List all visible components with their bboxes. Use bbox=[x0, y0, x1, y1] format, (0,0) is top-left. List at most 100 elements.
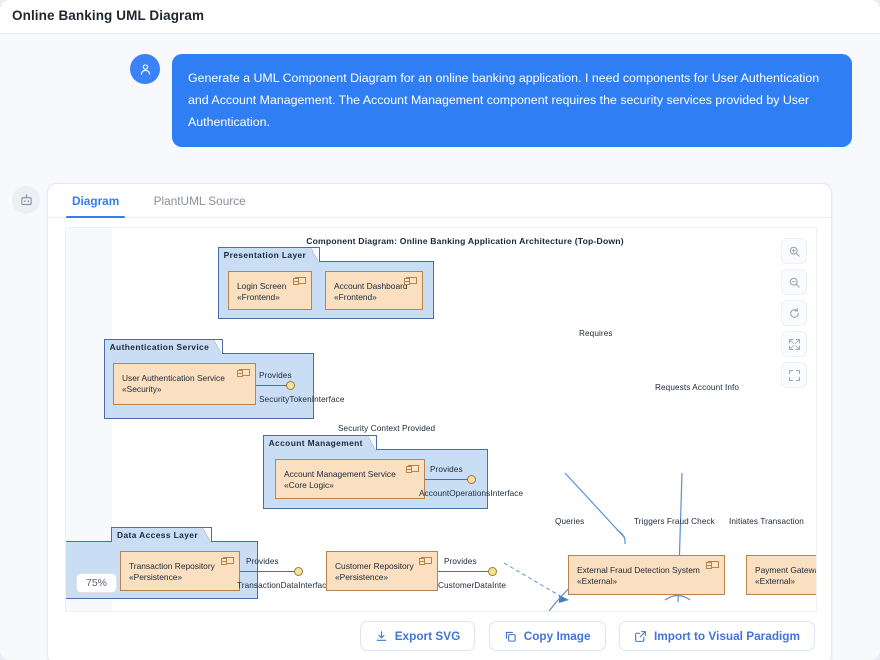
diagram-canvas[interactable]: Component Diagram: Online Banking Applic… bbox=[65, 227, 817, 612]
component-icon bbox=[293, 277, 306, 285]
interface-connector bbox=[240, 571, 296, 573]
reset-button[interactable] bbox=[781, 300, 807, 326]
component-stereotype: «Frontend» bbox=[237, 292, 280, 302]
edge-label-security-context-provided: Security Context Provided bbox=[338, 424, 436, 433]
reset-icon bbox=[789, 307, 799, 318]
component-icon bbox=[419, 557, 432, 565]
component-external-fraud-detection-system[interactable]: External Fraud Detection System «Externa… bbox=[568, 555, 725, 595]
component-user-authentication-service[interactable]: User Authentication Service «Security» bbox=[113, 363, 256, 405]
component-name: Account Management Service bbox=[284, 469, 396, 479]
interface-provides-label: Provides bbox=[430, 465, 463, 474]
button-label: Export SVG bbox=[394, 629, 461, 643]
component-stereotype: «Core Logic» bbox=[284, 480, 334, 490]
interface-connector bbox=[256, 385, 288, 387]
component-name: User Authentication Service bbox=[122, 373, 225, 383]
package-authentication-service[interactable]: Authentication Service User Authenticati… bbox=[103, 339, 344, 419]
component-account-dashboard[interactable]: Account Dashboard «Frontend» bbox=[325, 271, 423, 310]
canvas-controls bbox=[781, 238, 807, 393]
interface-ball-security-token[interactable] bbox=[286, 381, 295, 390]
diagram-title: Component Diagram: Online Banking Applic… bbox=[306, 236, 624, 246]
zoom-out-icon bbox=[789, 277, 800, 288]
package-presentation-layer[interactable]: Presentation Layer Login Screen «Fronten… bbox=[217, 247, 434, 319]
robot-icon bbox=[20, 193, 32, 205]
title-bar: Online Banking UML Diagram bbox=[0, 0, 880, 34]
page-title: Online Banking UML Diagram bbox=[12, 8, 205, 23]
tab-bar: Diagram PlantUML Source bbox=[48, 184, 831, 218]
copy-icon bbox=[505, 631, 516, 642]
download-icon bbox=[376, 630, 387, 641]
component-icon bbox=[237, 369, 250, 377]
package-data-access-layer[interactable]: Data Access Layer Transaction Repository… bbox=[66, 527, 506, 599]
component-name: Transaction Repository bbox=[129, 561, 215, 571]
package-label: Authentication Service bbox=[103, 339, 224, 355]
interface-ball-customer-data[interactable] bbox=[488, 567, 497, 576]
component-icon bbox=[706, 561, 719, 569]
user-message-row: Generate a UML Component Diagram for an … bbox=[130, 54, 852, 154]
edge-label-requests-account-info: Requests Account Info bbox=[655, 383, 740, 392]
edge-label-triggers-fraud-check: Triggers Fraud Check bbox=[634, 517, 715, 526]
fit-screen-button[interactable] bbox=[781, 331, 807, 357]
interface-provides-label: Provides bbox=[246, 557, 279, 566]
package-label: Data Access Layer bbox=[111, 527, 212, 543]
interface-ball-transaction-data[interactable] bbox=[294, 567, 303, 576]
interface-provides-label: Provides bbox=[444, 557, 477, 566]
interface-name-security-token: SecurityTokenInterface bbox=[259, 395, 345, 404]
interface-provides-label: Provides bbox=[259, 371, 292, 380]
component-payment-gateway[interactable]: Payment Gateway «External» bbox=[746, 555, 817, 595]
edge-label-requires: Requires bbox=[579, 329, 613, 338]
diagram-card: Diagram PlantUML Source Component Diagra… bbox=[47, 183, 832, 660]
component-name: Login Screen bbox=[237, 281, 287, 291]
component-icon bbox=[406, 465, 419, 473]
zoom-in-button[interactable] bbox=[781, 238, 807, 264]
package-label: Account Management bbox=[262, 435, 377, 451]
component-stereotype: «Frontend» bbox=[334, 292, 377, 302]
component-stereotype: «External» bbox=[577, 576, 618, 586]
component-transaction-repository[interactable]: Transaction Repository «Persistence» bbox=[120, 551, 240, 591]
zoom-out-button[interactable] bbox=[781, 269, 807, 295]
component-login-screen[interactable]: Login Screen «Frontend» bbox=[228, 271, 312, 310]
tab-plantuml-source[interactable]: PlantUML Source bbox=[153, 194, 246, 208]
copy-image-button[interactable]: Copy Image bbox=[488, 621, 606, 651]
component-customer-repository[interactable]: Customer Repository «Persistence» bbox=[326, 551, 438, 591]
card-footer: Export SVG Copy Image bbox=[48, 621, 831, 660]
component-name: Payment Gateway bbox=[755, 565, 817, 575]
component-name: Customer Repository bbox=[335, 561, 414, 571]
component-stereotype: «Persistence» bbox=[129, 572, 183, 582]
interface-name-account-operations: AccountOperationsInterface bbox=[419, 489, 524, 498]
import-to-visual-paradigm-button[interactable]: Import to Visual Paradigm bbox=[619, 621, 815, 651]
tab-diagram[interactable]: Diagram bbox=[65, 184, 126, 218]
component-stereotype: «Persistence» bbox=[335, 572, 389, 582]
interface-name-customer-data: CustomerDataInte bbox=[438, 581, 507, 590]
uml-diagram: Component Diagram: Online Banking Applic… bbox=[66, 228, 817, 611]
fullscreen-button[interactable] bbox=[781, 362, 807, 388]
user-message-bubble: Generate a UML Component Diagram for an … bbox=[172, 54, 852, 147]
fullscreen-icon bbox=[788, 369, 800, 381]
interface-ball-account-operations[interactable] bbox=[467, 475, 476, 484]
chat-area: Generate a UML Component Diagram for an … bbox=[0, 34, 880, 660]
button-label: Copy Image bbox=[523, 629, 591, 643]
component-stereotype: «Security» bbox=[122, 384, 162, 394]
edge-label-queries: Queries bbox=[555, 517, 585, 526]
export-svg-button[interactable]: Export SVG bbox=[359, 621, 476, 651]
component-icon bbox=[404, 277, 417, 285]
edge-label-initiates-transaction: Initiates Transaction bbox=[729, 517, 804, 526]
zoom-in-icon bbox=[789, 246, 800, 257]
external-link-icon bbox=[635, 630, 646, 642]
package-account-management[interactable]: Account Management Account Management Se… bbox=[262, 435, 523, 509]
interface-connector bbox=[425, 479, 469, 481]
user-icon bbox=[140, 63, 150, 75]
component-name: Account Dashboard bbox=[334, 281, 408, 291]
package-label: Presentation Layer bbox=[217, 247, 321, 263]
interface-connector bbox=[438, 571, 490, 573]
fit-screen-icon bbox=[788, 338, 800, 350]
diagram-surface: Component Diagram: Online Banking Applic… bbox=[66, 228, 817, 611]
assistant-message-row: Diagram PlantUML Source Component Diagra… bbox=[10, 150, 870, 660]
component-account-management-service[interactable]: Account Management Service «Core Logic» bbox=[275, 459, 425, 499]
component-name: External Fraud Detection System bbox=[577, 565, 700, 575]
button-label: Import to Visual Paradigm bbox=[654, 629, 800, 643]
interface-name-transaction-data: TransactionDataInterface bbox=[237, 581, 332, 590]
avatar bbox=[12, 186, 40, 214]
avatar bbox=[130, 54, 160, 84]
component-icon bbox=[221, 557, 234, 565]
